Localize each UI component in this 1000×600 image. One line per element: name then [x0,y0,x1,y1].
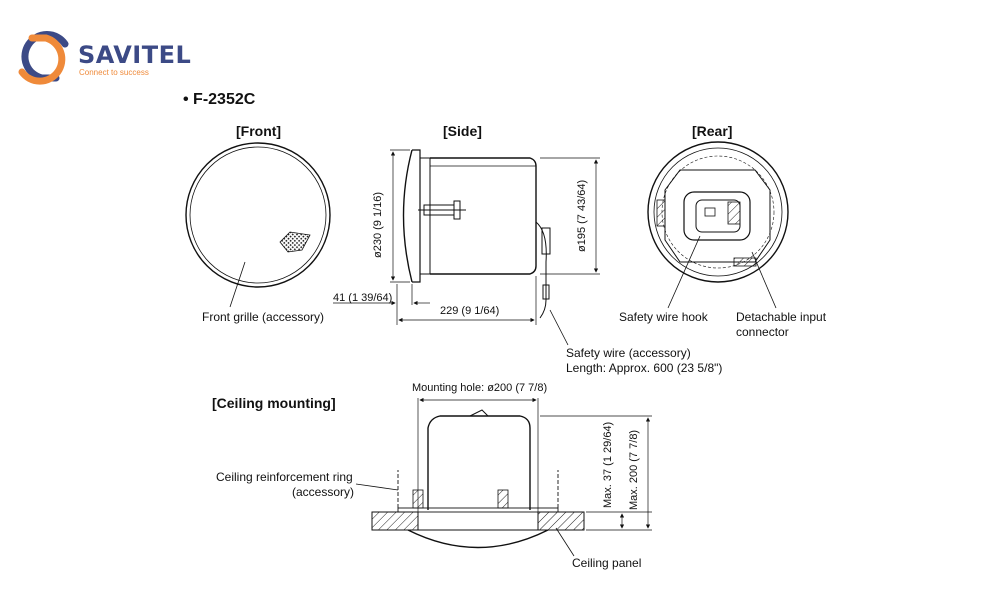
side-view [333,149,600,346]
dim-max-thickness: Max. 37 (1 29/64) [602,421,614,508]
rear-view [647,141,789,309]
front-view [185,142,331,308]
detachable-connector-label-2: connector [736,325,789,339]
ceiling-mounting-title: [Ceiling mounting] [212,395,336,411]
safety-wire-label-1: Safety wire (accessory) [566,346,691,360]
safety-wire-label-2: Length: Approx. 600 (23 5/8") [566,361,723,375]
side-view-title: [Side] [443,123,482,139]
savitel-logo-icon [18,31,69,85]
brand-tagline: Connect to success [79,68,149,77]
ceiling-panel-label: Ceiling panel [572,556,642,570]
detachable-connector-label-1: Detachable input [736,310,827,324]
front-view-title: [Front] [236,123,282,139]
front-grille-label: Front grille (accessory) [202,310,325,324]
rear-view-title: [Rear] [692,123,733,139]
dim-max-height: Max. 200 (7 7/8) [628,429,640,510]
ceiling-ring-label-2: (accessory) [292,485,355,499]
dim-mounting-hole: Mounting hole: ø200 (7 7/8) [412,382,548,394]
dim-body-diameter: ø195 (7 43/64) [576,179,588,252]
safety-wire-hook-label: Safety wire hook [619,310,708,324]
model-title: • F-2352C [183,91,256,108]
dim-depth: 229 (9 1/64) [440,305,500,317]
ceiling-ring-label-1: Ceiling reinforcement ring [216,470,353,484]
dim-overall-diameter: ø230 (9 1/16) [372,191,384,258]
dim-front-depth: 41 (1 39/64) [333,292,393,304]
ceiling-mounting-view [355,397,652,557]
brand-name: SAVITEL [78,41,192,69]
